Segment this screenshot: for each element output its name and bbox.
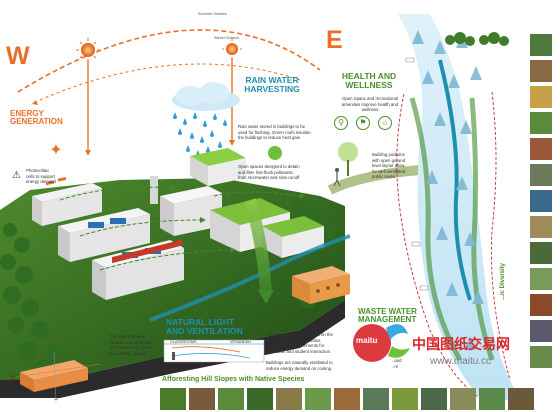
waste-water-partial: ..and ..re	[392, 358, 402, 369]
lightbulb-icon: ✦	[49, 142, 63, 159]
ventilation-arrows	[59, 186, 301, 271]
summer-sun-arc	[17, 29, 321, 93]
species-photo	[530, 164, 552, 186]
ventilation-desc: Buildings are naturally ventilated to re…	[266, 360, 333, 371]
native-species-strip	[160, 388, 534, 410]
natural-light-title: NATURAL LIGHT AND VENTILATION	[166, 317, 243, 336]
bicycle-icon[interactable]: ⚲	[334, 116, 348, 130]
species-photo	[530, 216, 552, 238]
species-photo	[479, 388, 505, 410]
species-photo	[530, 294, 552, 316]
verandah-desc: Open continuous verandahs on the south f…	[266, 332, 333, 354]
person-icon	[333, 142, 358, 187]
energy-generation-desc: Photovoltaic cells to support energy dem…	[26, 168, 56, 185]
rain-water-desc: Rain water stored in buildings to be use…	[238, 124, 311, 141]
energy-generation-title: ENERGY GENERATION	[10, 109, 63, 127]
species-photo	[530, 138, 552, 160]
stormwater-desc: Open spaces designed to detain and filte…	[238, 164, 300, 181]
watermark-url: www.maitu.cc	[430, 356, 492, 367]
winter-sun-arc	[39, 63, 301, 101]
compass-building	[9, 351, 101, 403]
podium-desc: Building podiums with open ground level …	[372, 152, 406, 180]
species-photo	[530, 86, 552, 108]
species-photo-column	[530, 34, 552, 368]
species-photo	[189, 388, 215, 410]
species-photo	[334, 388, 360, 410]
section-mini-diagram	[163, 339, 265, 363]
tree-cluster	[445, 32, 509, 46]
species-photo	[421, 388, 447, 410]
waste-water-tank	[292, 266, 350, 304]
species-photo	[530, 346, 552, 368]
compass-south-label: S	[54, 396, 59, 402]
species-photo	[530, 320, 552, 342]
health-wellness-title: HEALTH AND WELLNESS	[341, 71, 397, 90]
watermark-cn-text: 中国图纸交易网	[412, 336, 510, 352]
species-photo	[530, 112, 552, 134]
watermark-logo	[353, 324, 410, 362]
sun-icon	[76, 38, 100, 62]
afforesting-title: Afforesting Hill Slopes with Native Spec…	[162, 376, 305, 383]
species-photo	[530, 60, 552, 82]
red-route	[396, 93, 481, 399]
classrooms-label: CLASSROOMS	[170, 340, 197, 344]
walking-icon[interactable]: ⚑	[356, 116, 370, 130]
species-photo	[276, 388, 302, 410]
building-block	[32, 176, 102, 226]
compass-east-label: E	[326, 26, 343, 54]
species-photo	[530, 242, 552, 264]
green-roof-building	[190, 148, 246, 186]
solar-panel	[88, 222, 104, 228]
species-photo	[363, 388, 389, 410]
species-photo	[160, 388, 186, 410]
winter-solstice-label: Winter Solstice	[214, 36, 240, 40]
species-photo	[450, 388, 476, 410]
watermark-logo-text: maitu	[356, 336, 378, 345]
waste-water-title: WASTE WATER MANAGEMENT	[358, 307, 417, 325]
species-photo	[530, 190, 552, 212]
podium-strip	[112, 239, 182, 264]
creek-stream	[438, 59, 472, 301]
species-photo	[508, 388, 534, 410]
species-photo	[530, 268, 552, 290]
summer-solstice-label: Summer Solstice	[198, 12, 227, 16]
building-block	[58, 208, 150, 262]
species-photo	[247, 388, 273, 410]
species-photo	[218, 388, 244, 410]
warning-icon: ⚠	[12, 170, 21, 181]
species-photo	[392, 388, 418, 410]
verandah-label: VERANDAH	[230, 340, 252, 344]
building-block	[92, 239, 184, 300]
facades-desc: The east and west facades are protected …	[110, 334, 152, 356]
species-photo	[305, 388, 331, 410]
biodiversity-label: ...ic Diversity	[500, 262, 506, 300]
health-wellness-desc: Open Space and recreational amenities im…	[341, 96, 399, 113]
sun-icon-right	[222, 39, 242, 59]
running-icon[interactable]: ☼	[378, 116, 392, 130]
chimney-tower	[150, 176, 158, 204]
compass-west-label: W	[6, 42, 30, 70]
green-roof-icon	[268, 146, 282, 160]
rain-water-title: RAIN WATER HARVESTING	[244, 75, 300, 94]
creek-corridor	[396, 14, 520, 400]
species-photo	[530, 34, 552, 56]
stormwater-flow	[149, 198, 351, 322]
compass-west-small: W	[10, 376, 16, 382]
